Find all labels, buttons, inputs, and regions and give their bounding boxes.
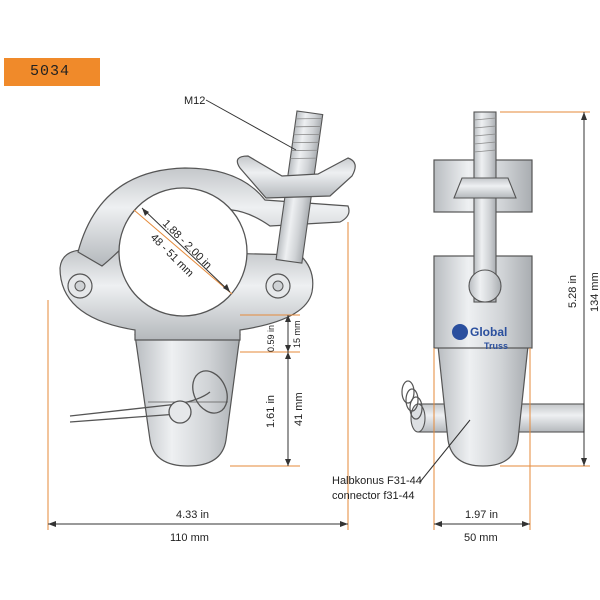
front-safety-pin [69, 370, 228, 424]
height-in: 5.28 in [567, 275, 579, 308]
depth-in: 1.97 in [465, 509, 498, 521]
side-view: Global Truss [401, 111, 585, 467]
dimension-lines [47, 111, 590, 530]
side-spring-pin [401, 380, 423, 420]
cone-height-mm: 41 mm [293, 392, 305, 426]
svg-text:Truss: Truss [484, 341, 508, 351]
front-wing-nut [236, 155, 356, 199]
cone-label-en: connector f31-44 [332, 490, 415, 502]
svg-text:Global: Global [470, 325, 507, 339]
gap-mm: 15 mm [292, 320, 302, 348]
bolt-label: M12 [184, 95, 205, 107]
front-cone [134, 334, 241, 467]
width-mm: 110 mm [170, 532, 209, 544]
gap-in: 0.59 in [266, 325, 276, 352]
product-code-badge: 5034 [4, 58, 100, 86]
side-wing-nut [453, 177, 517, 199]
arrow-heads [48, 112, 587, 527]
width-in: 4.33 in [176, 509, 209, 521]
height-mm: 134 mm [589, 272, 600, 312]
front-view [59, 110, 356, 467]
global-truss-logo: Global Truss [452, 324, 508, 351]
depth-mm: 50 mm [464, 532, 498, 544]
dimension-arrows [48, 99, 585, 525]
side-cone [437, 345, 529, 467]
cone-label-de: Halbkonus F31-44 [332, 475, 422, 487]
cone-height-in: 1.61 in [265, 395, 277, 428]
